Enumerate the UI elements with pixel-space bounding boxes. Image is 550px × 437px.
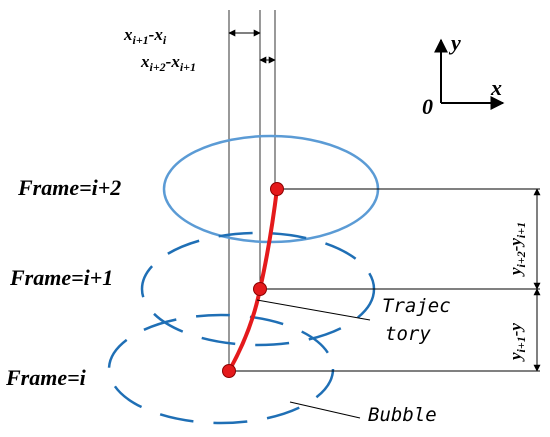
- bubble-label: Bubble: [368, 404, 437, 426]
- frame-label-i1: Frame=i+1: [9, 265, 113, 290]
- trajectory-leader-line: [256, 299, 371, 321]
- ellipse-frame-i: [107, 313, 335, 425]
- trajectory-point-i: [222, 364, 236, 378]
- frame-label-i: Frame=i: [5, 365, 87, 390]
- trajectory-label-line1: Trajec: [382, 295, 451, 317]
- dy2-label: yi+2-yi+1: [506, 222, 528, 277]
- frame-label-i2: Frame=i+2: [17, 175, 121, 200]
- y-axis-label: y: [448, 30, 461, 55]
- bubble-leader-line: [289, 401, 361, 419]
- origin-label: 0: [422, 94, 433, 119]
- dx2-label: xi+2-xi+1: [140, 52, 196, 74]
- x-axis-label: x: [490, 75, 502, 100]
- trajectory-label-line2: tory: [385, 323, 431, 345]
- dy1-label: yi+1-y: [506, 323, 528, 362]
- dx1-label: xi+1-xi: [123, 25, 167, 47]
- trajectory-point-i2: [270, 182, 284, 196]
- trajectory-point-i1: [253, 282, 267, 296]
